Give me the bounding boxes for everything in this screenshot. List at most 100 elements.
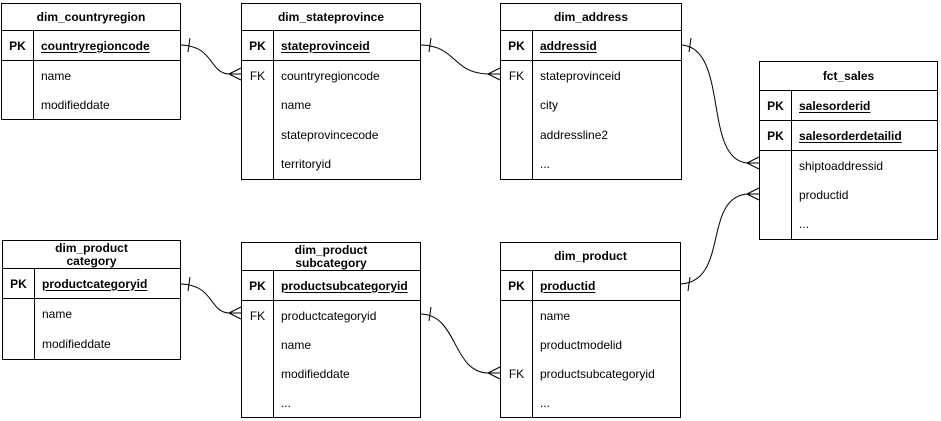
table-dim-productsubcategory[interactable]: dim_product subcategory PK productsubcat… <box>241 242 421 418</box>
table-row: FK countryregioncode <box>242 61 420 91</box>
relation-stateprovince-address[interactable] <box>420 37 501 81</box>
table-row: PK countryregioncode <box>2 31 180 61</box>
table-row: modifieddate <box>2 90 180 119</box>
table-row: name <box>3 299 180 329</box>
table-dim-address[interactable]: dim_address PK addressid FK stateprovinc… <box>500 3 682 180</box>
pk-badge: PK <box>760 121 792 150</box>
table-row: ... <box>242 388 420 417</box>
column-name: countryregioncode <box>281 68 380 83</box>
fk-badge: FK <box>242 301 274 330</box>
table-row: stateprovincecode <box>242 120 420 150</box>
column-name: city <box>540 98 558 113</box>
column-name: shiptoaddressid <box>799 158 884 173</box>
table-title: fct_sales <box>760 62 937 91</box>
key-cell <box>501 330 533 359</box>
table-row: name <box>2 61 180 90</box>
column-name: productsubcategoryid <box>540 366 655 381</box>
table-row: PK salesorderid <box>760 91 937 121</box>
crow-foot-icon <box>228 306 242 320</box>
crow-foot-icon <box>746 187 760 201</box>
table-row: PK productsubcategoryid <box>242 271 420 301</box>
table-row: name <box>501 301 680 330</box>
table-dim-product[interactable]: dim_product PK productid name productmod… <box>500 242 681 418</box>
column-name: countryregioncode <box>41 38 150 53</box>
key-cell <box>501 120 533 150</box>
table-title: dim_address <box>501 4 681 31</box>
key-cell <box>760 151 792 181</box>
key-cell <box>3 329 35 359</box>
column-name: ... <box>799 217 810 232</box>
table-row: territoryid <box>242 149 420 179</box>
table-title: dim_product subcategory <box>242 243 420 271</box>
key-cell <box>3 299 35 329</box>
pk-badge: PK <box>242 31 274 60</box>
relation-product-sales[interactable] <box>680 187 760 292</box>
table-row: FK productcategoryid <box>242 301 420 330</box>
key-cell <box>242 359 274 388</box>
fk-badge: FK <box>242 61 274 91</box>
key-cell <box>242 120 274 150</box>
pk-badge: PK <box>2 31 34 60</box>
column-name: productid <box>540 278 596 293</box>
table-row: name <box>242 330 420 359</box>
table-row: city <box>501 90 681 120</box>
table-row: modifieddate <box>242 359 420 388</box>
relation-curve <box>681 44 748 164</box>
column-name: modifieddate <box>281 366 350 381</box>
table-dim-stateprovince[interactable]: dim_stateprovince PK stateprovinceid FK … <box>241 3 421 180</box>
key-cell <box>760 209 792 239</box>
key-cell <box>501 388 533 417</box>
column-name: territoryid <box>281 157 332 172</box>
table-dim-countryregion[interactable]: dim_countryregion PK countryregioncode n… <box>1 3 181 120</box>
key-cell <box>501 90 533 120</box>
crow-foot-icon <box>746 156 760 170</box>
table-row: PK productcategoryid <box>3 269 180 299</box>
table-row: addressline2 <box>501 120 681 150</box>
table-row: modifieddate <box>3 329 180 359</box>
pk-badge: PK <box>501 271 533 300</box>
relation-productcategory-subcategory[interactable] <box>180 276 242 320</box>
column-name: modifieddate <box>41 97 110 112</box>
table-row: PK productid <box>501 271 680 301</box>
one-tick-icon <box>687 276 691 292</box>
table-row: shiptoaddressid <box>760 151 937 181</box>
table-title: dim_product category <box>3 241 180 269</box>
column-name: productsubcategoryid <box>281 278 408 293</box>
column-name: modifieddate <box>42 337 111 351</box>
crow-foot-icon <box>228 67 242 81</box>
table-dim-productcategory[interactable]: dim_product category PK productcategoryi… <box>2 240 181 360</box>
column-name: productmodelid <box>540 337 623 352</box>
column-name: ... <box>540 395 551 410</box>
relation-address-sales[interactable] <box>681 37 760 170</box>
table-row: productid <box>760 180 937 210</box>
table-fct-sales[interactable]: fct_sales PK salesorderid PK salesorderd… <box>759 61 938 240</box>
table-row: ... <box>501 149 681 179</box>
column-name: ... <box>540 157 551 172</box>
one-tick-icon <box>688 37 692 53</box>
key-cell <box>242 330 274 359</box>
fk-badge: FK <box>501 359 533 388</box>
key-cell <box>2 90 34 119</box>
column-name: salesorderdetailid <box>799 128 902 143</box>
column-name: addressline2 <box>540 127 609 142</box>
relation-curve <box>420 313 489 374</box>
pk-badge: PK <box>242 271 274 300</box>
column-name: name <box>41 68 72 83</box>
column-name: productid <box>799 187 849 202</box>
column-name: name <box>540 308 571 323</box>
crow-foot-icon <box>487 366 501 380</box>
relation-subcategory-product[interactable] <box>420 306 501 380</box>
column-name: productcategoryid <box>42 276 148 291</box>
relation-countryregion-stateprovince[interactable] <box>180 37 242 81</box>
pk-badge: PK <box>760 91 792 120</box>
one-tick-icon <box>428 306 432 322</box>
table-row: FK productsubcategoryid <box>501 359 680 388</box>
table-row: PK salesorderdetailid <box>760 121 937 151</box>
column-name: salesorderid <box>799 98 871 113</box>
table-row: FK stateprovinceid <box>501 61 681 91</box>
column-name: addressid <box>540 38 597 53</box>
column-name: name <box>281 98 312 113</box>
table-row: ... <box>501 388 680 417</box>
table-row: PK addressid <box>501 31 681 61</box>
